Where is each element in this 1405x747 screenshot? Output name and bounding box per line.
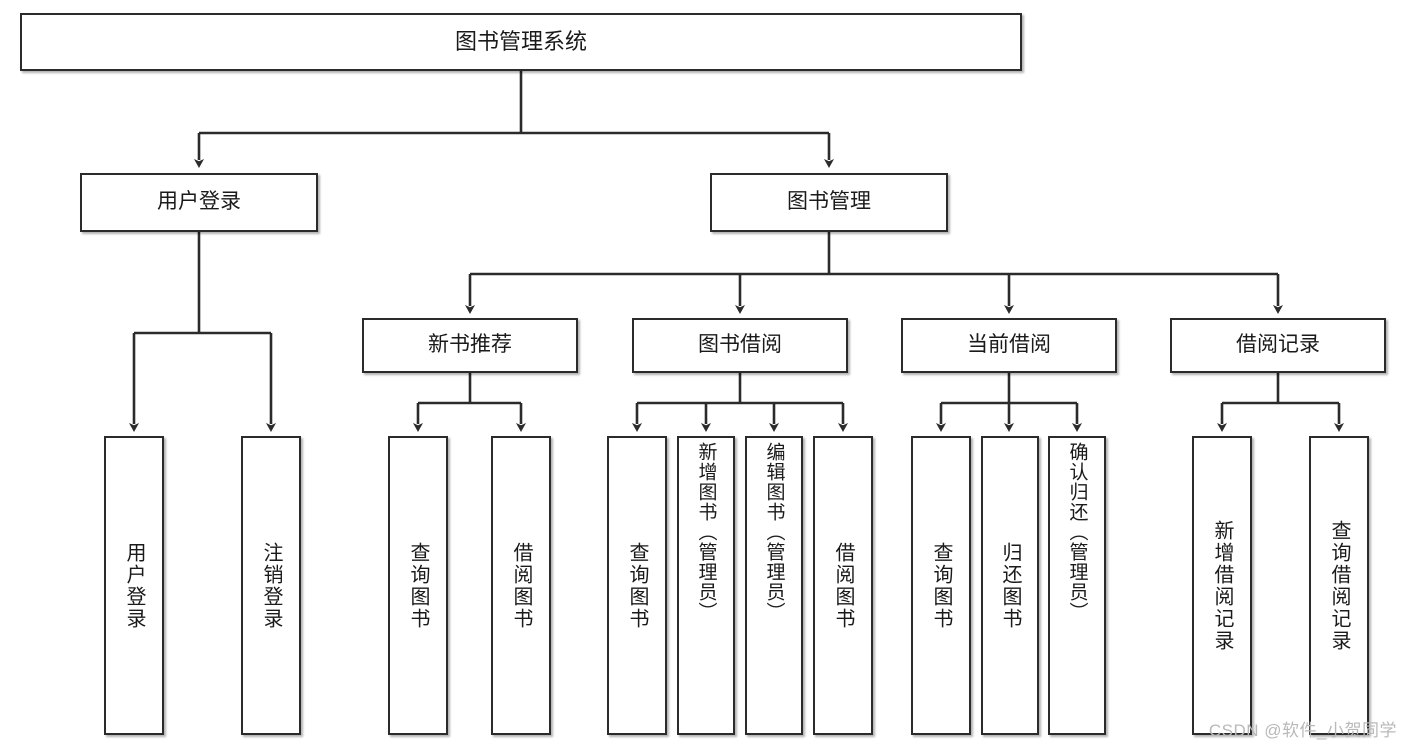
- node-label: 图书借阅: [698, 333, 782, 357]
- node-label: 查询图书: [407, 541, 429, 630]
- leaf-user-login-logout[interactable]: 注销登录: [241, 436, 301, 735]
- leaf-book-borrow-add[interactable]: 新增图书（管理员）: [677, 436, 735, 735]
- leaf-new-books-borrow[interactable]: 借阅图书: [491, 436, 551, 735]
- node-label: 新增图书（管理员）: [695, 442, 717, 622]
- node-new-book-recommend[interactable]: 新书推荐: [362, 318, 578, 373]
- leaf-user-login-login[interactable]: 用户登录: [104, 436, 164, 735]
- csdn-watermark: CSDN @软件_小贺同学: [1208, 721, 1397, 740]
- node-label: 借阅图书: [832, 541, 854, 630]
- leaf-book-borrow-borrow[interactable]: 借阅图书: [813, 436, 873, 735]
- node-current-borrow[interactable]: 当前借阅: [901, 318, 1117, 373]
- leaf-borrow-records-query[interactable]: 查询借阅记录: [1309, 436, 1369, 735]
- node-label: 查询图书: [626, 541, 648, 630]
- node-label: 查询借阅记录: [1328, 519, 1350, 652]
- node-label: 当前借阅: [967, 333, 1051, 357]
- node-label: 图书管理: [787, 190, 871, 214]
- node-book-management[interactable]: 图书管理: [710, 173, 948, 232]
- node-label: 借阅记录: [1236, 333, 1320, 357]
- node-label: 用户登录: [123, 541, 145, 630]
- node-borrow-records[interactable]: 借阅记录: [1170, 318, 1386, 373]
- node-root-system[interactable]: 图书管理系统: [20, 13, 1022, 71]
- node-book-borrow[interactable]: 图书借阅: [632, 318, 848, 373]
- node-label: 新书推荐: [428, 333, 512, 357]
- node-label: 用户登录: [157, 190, 241, 214]
- node-label: 确认归还（管理员）: [1066, 442, 1088, 622]
- node-label: 借阅图书: [510, 541, 532, 630]
- leaf-new-books-query[interactable]: 查询图书: [388, 436, 448, 735]
- leaf-book-borrow-edit[interactable]: 编辑图书（管理员）: [745, 436, 803, 735]
- node-label: 查询图书: [930, 541, 952, 630]
- leaf-current-borrow-confirm-return[interactable]: 确认归还（管理员）: [1048, 436, 1106, 735]
- leaf-current-borrow-query[interactable]: 查询图书: [911, 436, 971, 735]
- node-label: 图书管理系统: [454, 29, 587, 55]
- leaf-borrow-records-add[interactable]: 新增借阅记录: [1192, 436, 1252, 735]
- node-label: 编辑图书（管理员）: [763, 442, 785, 622]
- node-label: 归还图书: [999, 541, 1021, 630]
- node-user-login[interactable]: 用户登录: [80, 173, 318, 232]
- node-label: 新增借阅记录: [1211, 519, 1233, 652]
- leaf-current-borrow-return[interactable]: 归还图书: [981, 436, 1039, 735]
- node-label: 注销登录: [260, 541, 282, 630]
- leaf-book-borrow-query[interactable]: 查询图书: [607, 436, 667, 735]
